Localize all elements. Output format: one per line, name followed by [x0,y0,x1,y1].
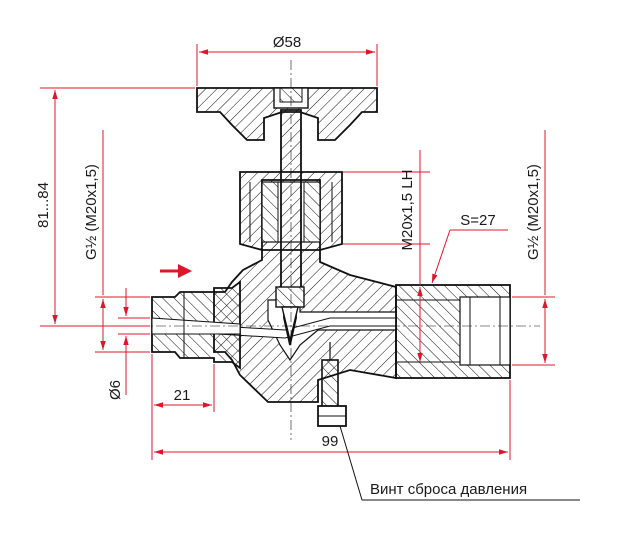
inlet-nipple [151,280,241,370]
gland-thread-label: M20x1,5 LH [399,170,416,251]
dimension-lines [40,44,555,460]
pressure-relief-screw [317,342,347,427]
flow-direction-arrow-icon [160,264,192,278]
inlet-thread-label: G½ (M20x1,5) [83,164,100,260]
wrench-size-label: S=27 [460,212,495,229]
relief-screw-label: Винт сброса давления [370,481,527,498]
handwheel [196,60,378,440]
bore-diameter-label: Ø6 [107,380,124,400]
handwheel-diameter-label: Ø58 [273,34,301,51]
height-label: 81...84 [35,182,52,228]
outlet-hex-nut [395,284,511,379]
inlet-length-label: 21 [174,387,191,404]
relief-screw-leader [339,425,580,501]
overall-length-label: 99 [322,433,339,450]
outlet-thread-label: G½ (M20x1,5) [525,164,542,260]
